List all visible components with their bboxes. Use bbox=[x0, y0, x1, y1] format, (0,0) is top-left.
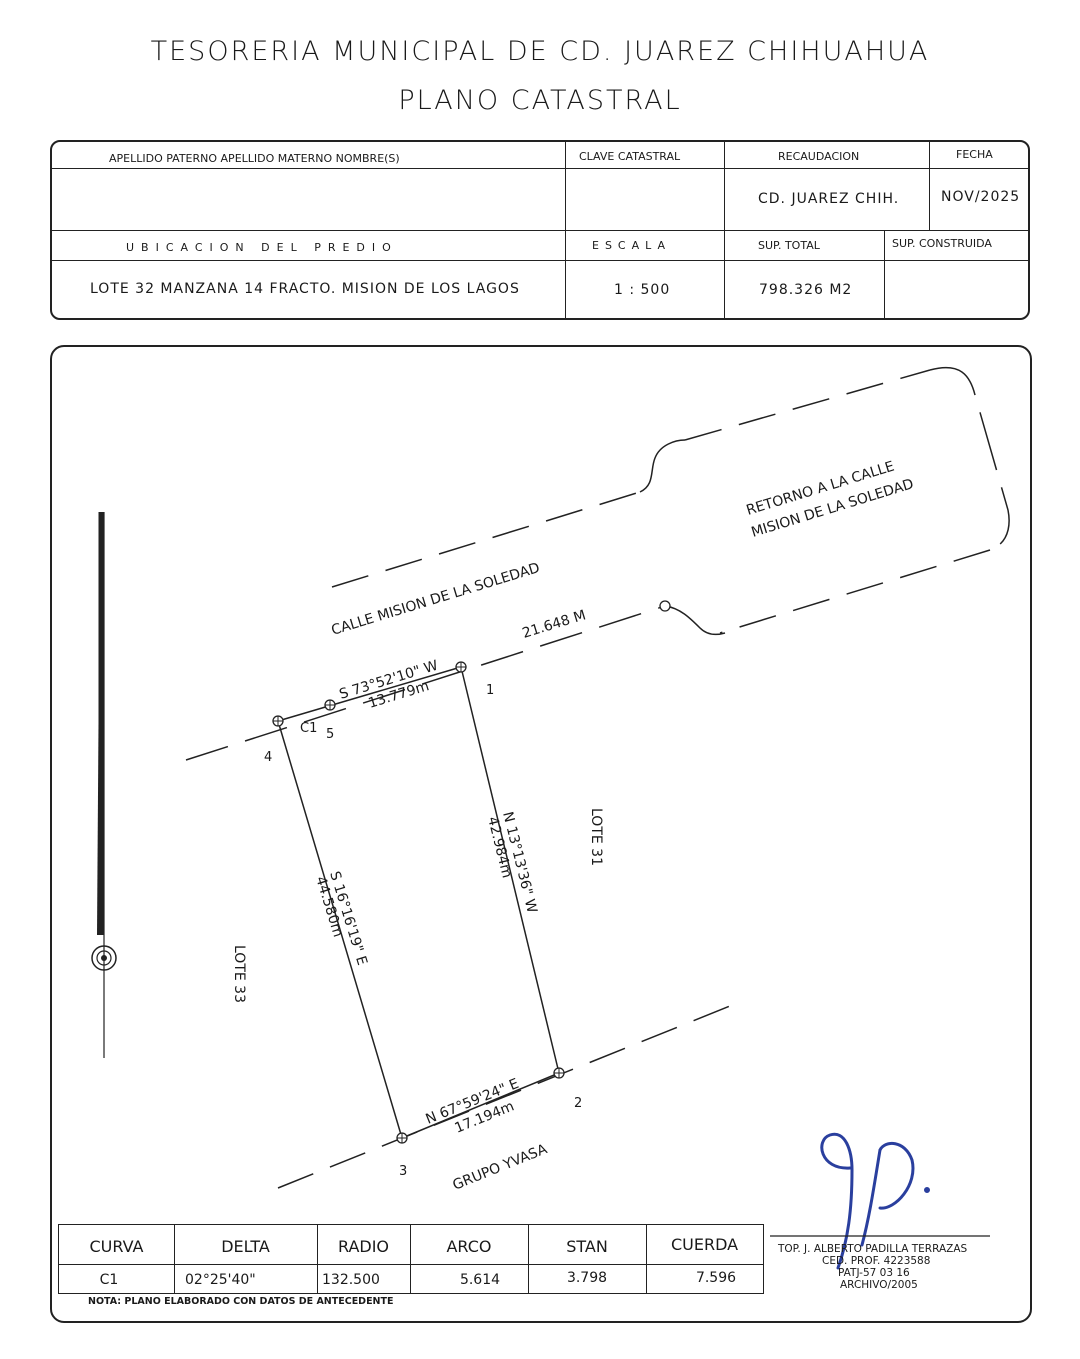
divider bbox=[565, 142, 566, 320]
header-form: APELLIDO PATERNO APELLIDO MATERNO NOMBRE… bbox=[50, 140, 1030, 320]
divider bbox=[59, 1264, 763, 1265]
ubicacion-value: LOTE 32 MANZANA 14 FRACTO. MISION DE LOS… bbox=[90, 281, 520, 297]
street-curve-lower bbox=[664, 605, 726, 636]
curve-col-header: CURVA bbox=[89, 1237, 144, 1256]
stan-col-header: STAN bbox=[566, 1237, 608, 1256]
vertex-3-label: 3 bbox=[399, 1164, 407, 1179]
north-arrow-icon bbox=[91, 512, 117, 1058]
topografo-registro: PATJ-57 03 16 bbox=[838, 1267, 910, 1279]
radio-cell: 132.500 bbox=[322, 1272, 380, 1288]
topografo-archivo: ARCHIVO/2005 bbox=[840, 1279, 918, 1291]
radio-col-header: RADIO bbox=[337, 1237, 390, 1256]
topografo-name: TOP. J. ALBERTO PADILLA TERRAZAS bbox=[778, 1243, 968, 1255]
topografo-cedula: CED. PROF. 4223588 bbox=[822, 1255, 931, 1267]
sup-total-label: SUP. TOTAL bbox=[758, 239, 820, 252]
escala-label: ESCALA bbox=[592, 239, 672, 252]
vertex-4-label: 4 bbox=[264, 750, 272, 765]
divider bbox=[52, 230, 1030, 231]
street-edge-lower bbox=[185, 605, 666, 761]
divider bbox=[528, 1225, 529, 1293]
street-label: CALLE MISION DE LA SOLEDAD bbox=[329, 560, 541, 639]
divider bbox=[724, 142, 725, 320]
vertex-1-label: 1 bbox=[486, 683, 494, 698]
curve-c1-label: C1 bbox=[300, 721, 317, 736]
grupo-yvasa-label: GRUPO YVASA bbox=[451, 1141, 550, 1194]
stan-cell: 3.798 bbox=[566, 1270, 608, 1286]
divider bbox=[884, 230, 885, 320]
document-title: TESORERIA MUNICIPAL DE CD. JUAREZ CHIHUA… bbox=[150, 36, 930, 67]
cuerda-col-header: CUERDA bbox=[670, 1235, 739, 1254]
document-subtitle: PLANO CATASTRAL bbox=[398, 85, 682, 116]
vertex-crosshairs bbox=[273, 662, 564, 1143]
fecha-label: FECHA bbox=[956, 148, 993, 161]
delta-cell: 02°25'40" bbox=[185, 1272, 256, 1288]
recaudacion-label: RECAUDACION bbox=[778, 150, 860, 163]
divider bbox=[929, 142, 930, 230]
divider bbox=[317, 1225, 318, 1293]
recaudacion-value: CD. JUAREZ CHIH. bbox=[758, 191, 900, 207]
lote-31-label: LOTE 31 bbox=[588, 808, 604, 866]
fecha-value: NOV/2025 bbox=[941, 189, 1021, 205]
clave-catastral-label: CLAVE CATASTRAL bbox=[579, 150, 681, 163]
lote-33-label: LOTE 33 bbox=[231, 945, 247, 1003]
retorno-edge bbox=[929, 366, 1010, 551]
frontage-length: 21.648 M bbox=[520, 607, 587, 641]
escala-value: 1 : 500 bbox=[614, 282, 671, 298]
arco-cell: 5.614 bbox=[459, 1272, 501, 1288]
plan-frame bbox=[50, 345, 1032, 1323]
street-edge-lower-right bbox=[719, 549, 991, 634]
delta-col-header: DELTA bbox=[221, 1237, 270, 1256]
cuerda-cell: 7.596 bbox=[695, 1270, 737, 1286]
owner-label: APELLIDO PATERNO APELLIDO MATERNO NOMBRE… bbox=[109, 152, 400, 165]
sup-total-value: 798.326 M2 bbox=[759, 282, 853, 298]
arco-col-header: ARCO bbox=[446, 1237, 492, 1256]
vertex-5-label: 5 bbox=[326, 727, 334, 742]
rear-edge bbox=[277, 1005, 731, 1189]
curve-cell: C1 bbox=[99, 1272, 119, 1288]
divider bbox=[174, 1225, 175, 1293]
sup-construida-label: SUP. CONSTRUIDA bbox=[892, 237, 992, 250]
vertex-2-label: 2 bbox=[574, 1096, 582, 1111]
curve-table: CURVA DELTA RADIO ARCO STAN CUERDA C1 02… bbox=[58, 1224, 764, 1294]
ubicacion-label: UBICACION DEL PREDIO bbox=[126, 241, 398, 254]
nota-text: NOTA: PLANO ELABORADO CON DATOS DE ANTEC… bbox=[88, 1296, 394, 1307]
divider bbox=[52, 260, 1030, 261]
street-edge-upper bbox=[331, 369, 931, 588]
divider bbox=[410, 1225, 411, 1293]
lot-polygon bbox=[277, 666, 560, 1139]
divider bbox=[646, 1225, 647, 1293]
divider bbox=[52, 168, 1030, 169]
street-curve bbox=[639, 439, 686, 493]
